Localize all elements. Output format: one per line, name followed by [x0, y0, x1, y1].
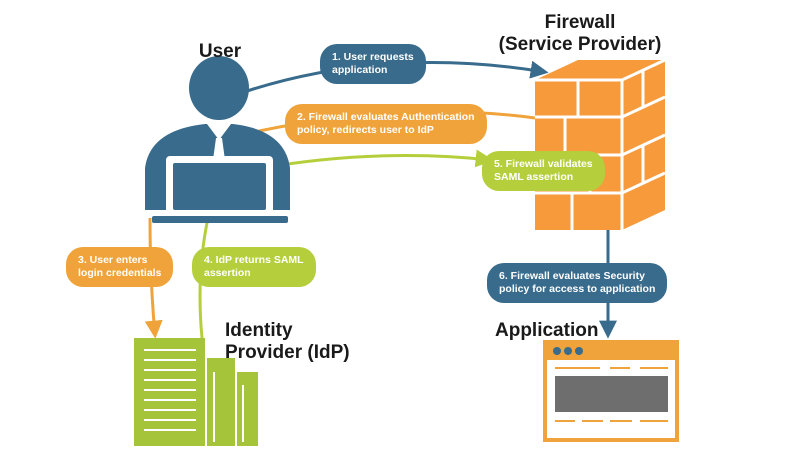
user-icon — [145, 56, 290, 223]
step-4-label: 4. IdP returns SAML assertion — [192, 247, 316, 287]
connector-step-5 — [261, 149, 494, 170]
user-title: User — [198, 41, 242, 62]
idp-title: Identity Provider (IdP) — [225, 320, 375, 364]
firewall-title: Firewall (Service Provider) — [480, 12, 680, 56]
idp-title-line-1: Identity — [225, 320, 293, 341]
step-6-label: 6. Firewall evaluates Security policy fo… — [487, 263, 668, 303]
firewall-title-line-2: (Service Provider) — [498, 34, 662, 55]
server-icon — [134, 338, 258, 446]
step-5-label: 5. Firewall validates SAML assertion — [482, 151, 605, 191]
step-1-label: 1. User requests application — [320, 44, 426, 84]
browser-window-icon — [543, 340, 679, 442]
step-2-label: 2. Firewall evaluates Authentication pol… — [285, 104, 487, 144]
application-title: Application — [495, 320, 599, 341]
step-3-label: 3. User enters login credentials — [66, 247, 174, 287]
firewall-title-line-1: Firewall — [544, 12, 616, 33]
idp-title-line-2: Provider (IdP) — [225, 342, 350, 363]
firewall-icon — [535, 58, 666, 230]
